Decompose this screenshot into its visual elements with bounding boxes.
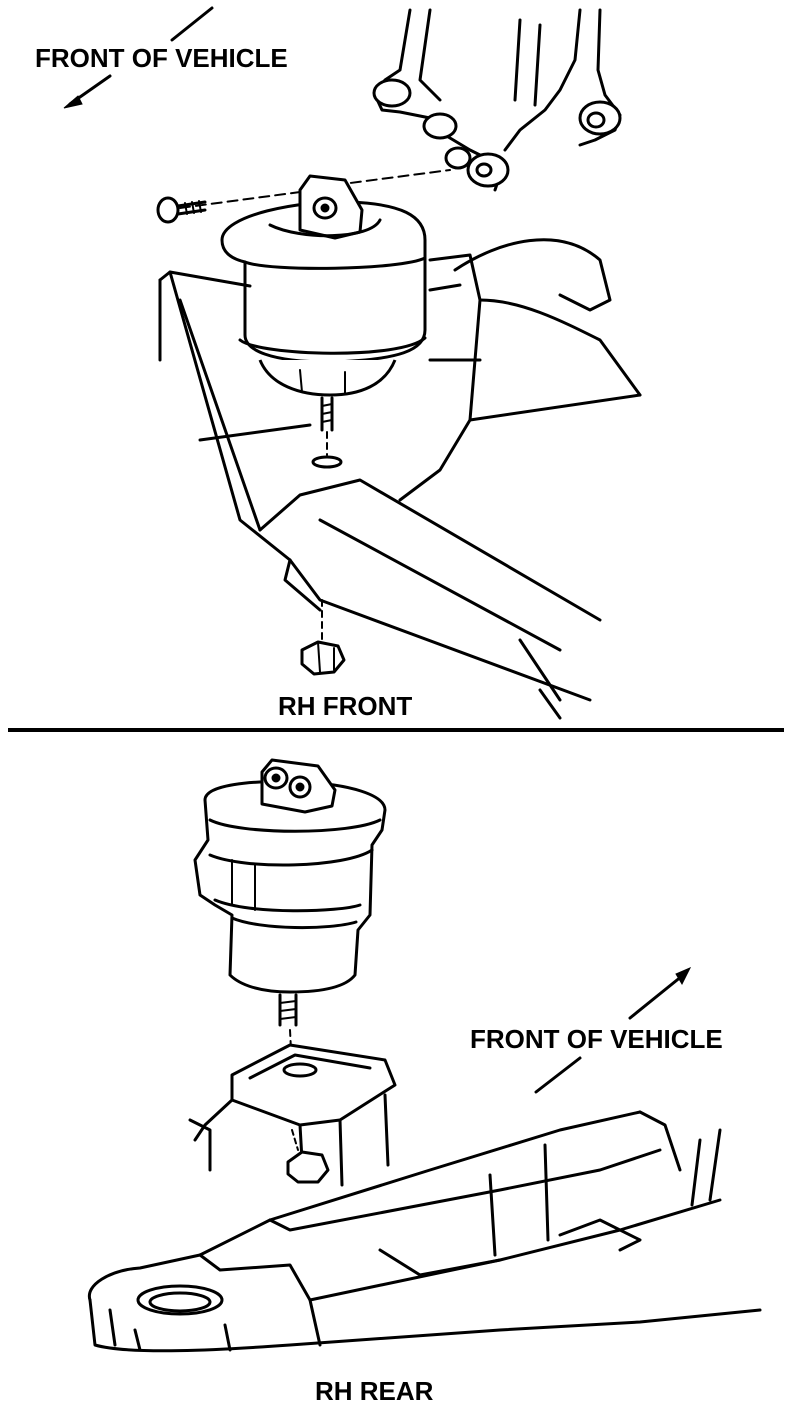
through-bolt — [156, 169, 451, 224]
front-of-vehicle-label-top: FRONT OF VEHICLE — [35, 43, 288, 73]
rh-front-caption: RH FRONT — [278, 691, 412, 721]
rh-rear-engine-mount — [193, 758, 387, 1071]
rear-mount-bracket — [188, 1043, 397, 1187]
front-of-vehicle-arrow-bottom — [534, 967, 692, 1094]
front-of-vehicle-arrow-top — [63, 6, 214, 109]
front-frame-crossmember — [158, 238, 642, 720]
rh-rear-caption: RH REAR — [315, 1376, 434, 1406]
front-of-vehicle-label-bottom: FRONT OF VEHICLE — [470, 1024, 723, 1054]
engine-bracket — [372, 8, 622, 192]
rh-front-engine-mount — [220, 174, 427, 469]
rear-frame-crossmember — [87, 1110, 762, 1353]
